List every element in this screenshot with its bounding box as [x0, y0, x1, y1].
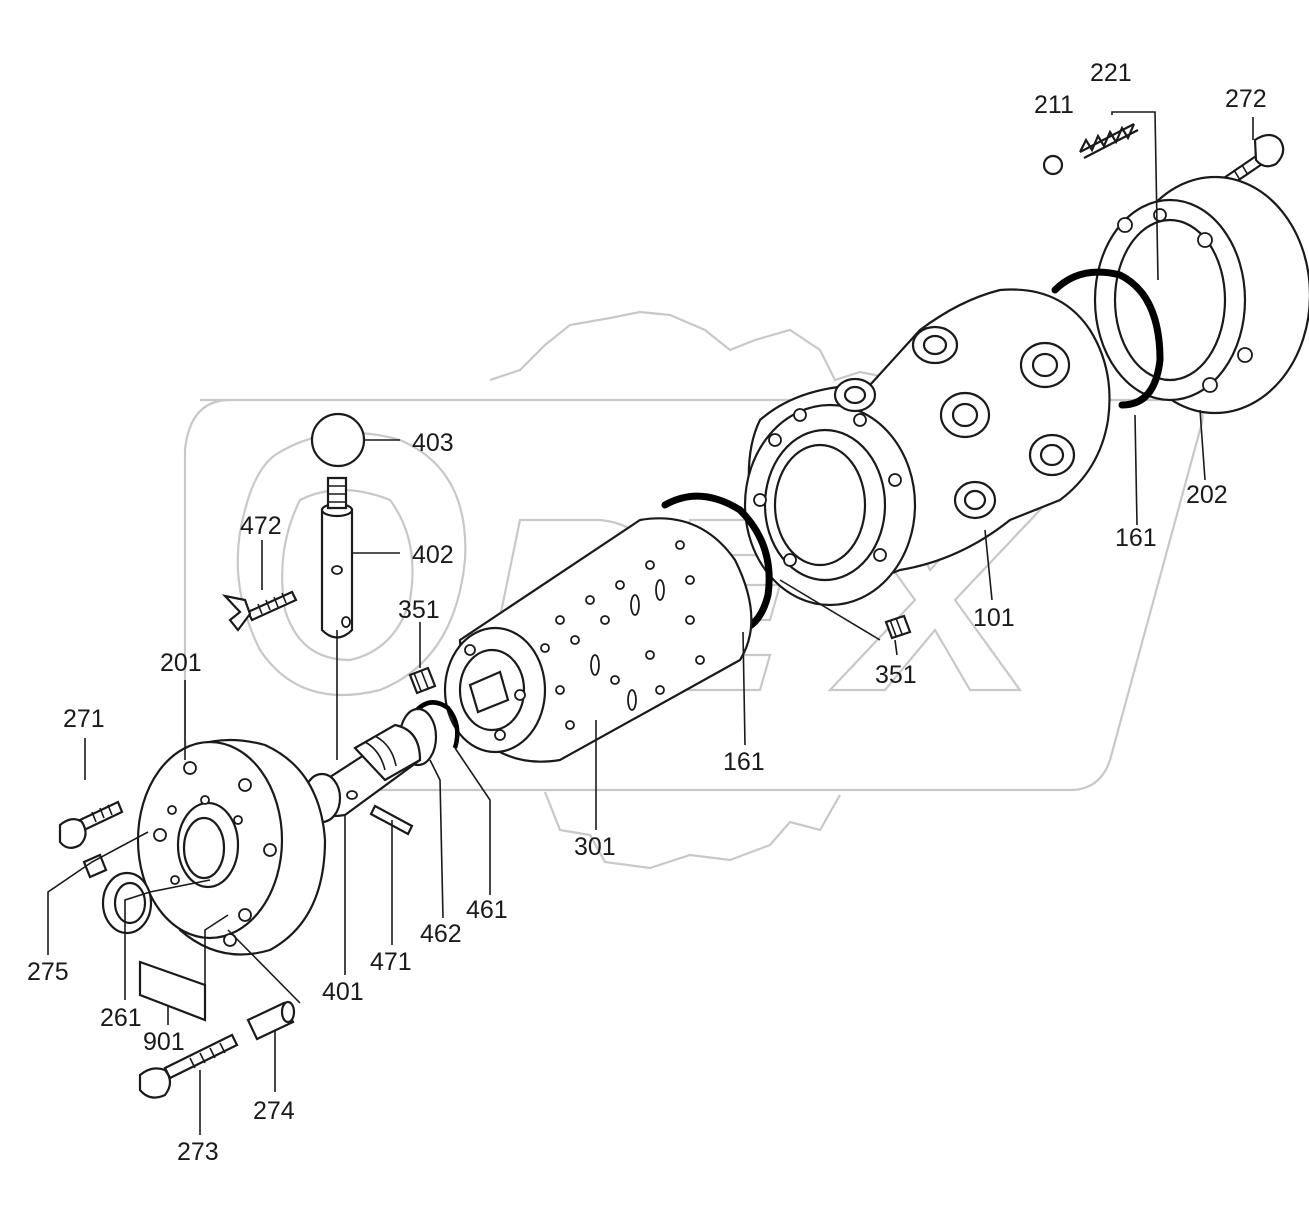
- seal-261-icon: [101, 871, 153, 935]
- label-201: 201: [160, 649, 202, 677]
- plug-351-left-icon: [408, 666, 437, 695]
- plug-351-right-icon: [884, 614, 912, 640]
- label-101: 101: [973, 604, 1015, 632]
- housing-101-icon: [743, 288, 1111, 607]
- part-labels: 211 221 272 202 161 101 351 161 301 403 …: [27, 59, 1267, 1166]
- label-202: 202: [1186, 481, 1228, 509]
- label-351-right: 351: [875, 661, 917, 689]
- label-472: 472: [240, 512, 282, 540]
- plug-275-icon: [82, 853, 108, 879]
- label-402: 402: [412, 541, 454, 569]
- ball-211-icon: [1042, 154, 1064, 176]
- label-272: 272: [1225, 85, 1267, 113]
- label-271: 271: [63, 705, 105, 733]
- end-cover-202-icon: [1093, 175, 1309, 415]
- o-ring-161-right-icon: [1051, 268, 1164, 409]
- label-351-left: 351: [398, 596, 440, 624]
- spring-221-icon: [1079, 123, 1139, 159]
- label-403: 403: [412, 429, 454, 457]
- label-161-middle: 161: [723, 748, 765, 776]
- label-462: 462: [420, 920, 462, 948]
- bolt-273-icon: [138, 1033, 239, 1099]
- label-161-right: 161: [1115, 524, 1157, 552]
- label-211: 211: [1034, 91, 1074, 119]
- pin-274-icon: [246, 1000, 296, 1041]
- rotor-holes-icon: [540, 540, 705, 730]
- o-ring-161-middle-icon: [661, 492, 773, 636]
- label-901: 901: [143, 1028, 185, 1056]
- rod-402-icon: [320, 476, 354, 639]
- wing-screw-472-icon: [221, 590, 298, 632]
- label-301: 301: [574, 833, 616, 861]
- label-461: 461: [466, 896, 508, 924]
- label-275: 275: [27, 958, 69, 986]
- label-401: 401: [322, 978, 364, 1006]
- rotor-301-icon: [443, 517, 753, 763]
- label-274: 274: [253, 1097, 295, 1125]
- label-273: 273: [177, 1138, 219, 1166]
- label-221: 221: [1090, 59, 1132, 87]
- spool-401-icon: [302, 723, 422, 824]
- label-261: 261: [100, 1004, 142, 1032]
- leader-lines: [47, 111, 1254, 1135]
- name-plate-901-icon: [138, 960, 207, 1022]
- ball-knob-403-icon: [310, 412, 366, 468]
- label-471: 471: [370, 948, 412, 976]
- o-ring-461-icon: [413, 700, 460, 749]
- bolt-271-icon: [58, 800, 124, 849]
- end-cover-201-icon: [136, 738, 327, 956]
